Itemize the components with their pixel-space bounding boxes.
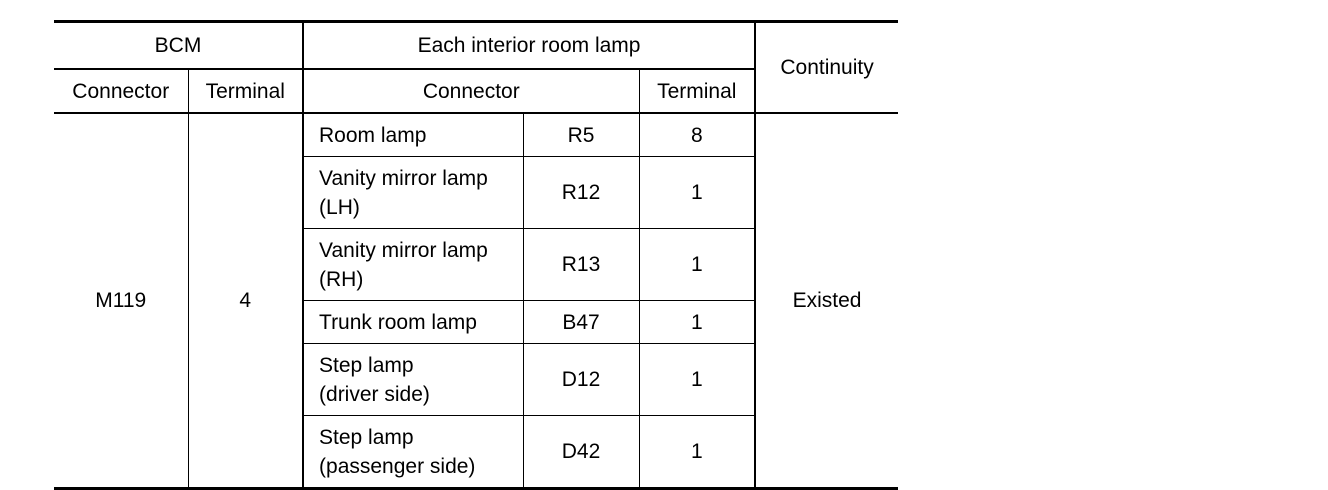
lamp-name-cell: Vanity mirror lamp (LH): [303, 156, 524, 229]
lamp-name-line1: Vanity mirror lamp: [319, 238, 488, 262]
lamp-name-line1: Vanity mirror lamp: [319, 166, 488, 190]
lamp-name-cell: Step lamp (driver side): [303, 343, 524, 416]
bcm-connector-cell: M119: [54, 112, 189, 489]
lamp-name-cell: Step lamp (passenger side): [303, 415, 524, 489]
lamp-terminal-cell: 8: [638, 112, 757, 157]
continuity-cell: Existed: [754, 112, 899, 489]
lamp-connector-cell: R5: [522, 112, 640, 157]
bcm-terminal-cell: 4: [187, 112, 305, 489]
header-row-2: Connector Terminal Connector Terminal: [54, 68, 898, 114]
header-lamp-connector: Connector: [302, 68, 640, 114]
lamp-name-line1: Step lamp: [319, 353, 414, 377]
lamp-name-line2: (LH): [319, 195, 360, 219]
lamp-name-line2: (RH): [319, 267, 364, 291]
lamp-name-line2: (passenger side): [319, 454, 476, 478]
lamp-connector-cell: D42: [522, 415, 640, 489]
header-continuity: Continuity: [754, 21, 899, 114]
lamp-name-cell: Vanity mirror lamp (RH): [303, 228, 524, 301]
header-row-1: BCM Each interior room lamp Continuity: [54, 21, 899, 114]
lamp-connector-cell: R12: [522, 156, 640, 229]
lamp-name-cell: Trunk room lamp: [303, 300, 524, 344]
header-bcm-connector: Connector: [54, 68, 189, 114]
lamp-connector-cell: B47: [522, 300, 640, 344]
table-row: Vanity mirror lamp (RH) R13 1: [54, 228, 898, 301]
lamp-terminal-cell: 1: [638, 415, 757, 489]
header-each-lamp: Each interior room lamp: [302, 21, 757, 70]
continuity-table: BCM Each interior room lamp Continuity C…: [54, 20, 899, 490]
table-row: Step lamp (passenger side) D42 1: [54, 415, 898, 489]
lamp-connector-cell: R13: [522, 228, 640, 301]
lamp-name-line2: (driver side): [319, 382, 430, 406]
lamp-terminal-cell: 1: [638, 156, 757, 229]
lamp-terminal-cell: 1: [638, 228, 757, 301]
lamp-name-cell: Room lamp: [302, 112, 524, 157]
lamp-name-line1: Step lamp: [319, 425, 414, 449]
table-row: Step lamp (driver side) D12 1: [54, 343, 898, 416]
lamp-connector-cell: D12: [522, 343, 640, 416]
table-row: Trunk room lamp B47 1: [54, 300, 898, 344]
header-lamp-terminal: Terminal: [638, 68, 757, 114]
lamp-terminal-cell: 1: [638, 300, 757, 344]
header-bcm: BCM: [54, 21, 305, 70]
table-row: M119 4 Room lamp R5 8 Existed: [54, 112, 899, 489]
header-bcm-terminal: Terminal: [187, 68, 305, 114]
lamp-terminal-cell: 1: [638, 343, 757, 416]
